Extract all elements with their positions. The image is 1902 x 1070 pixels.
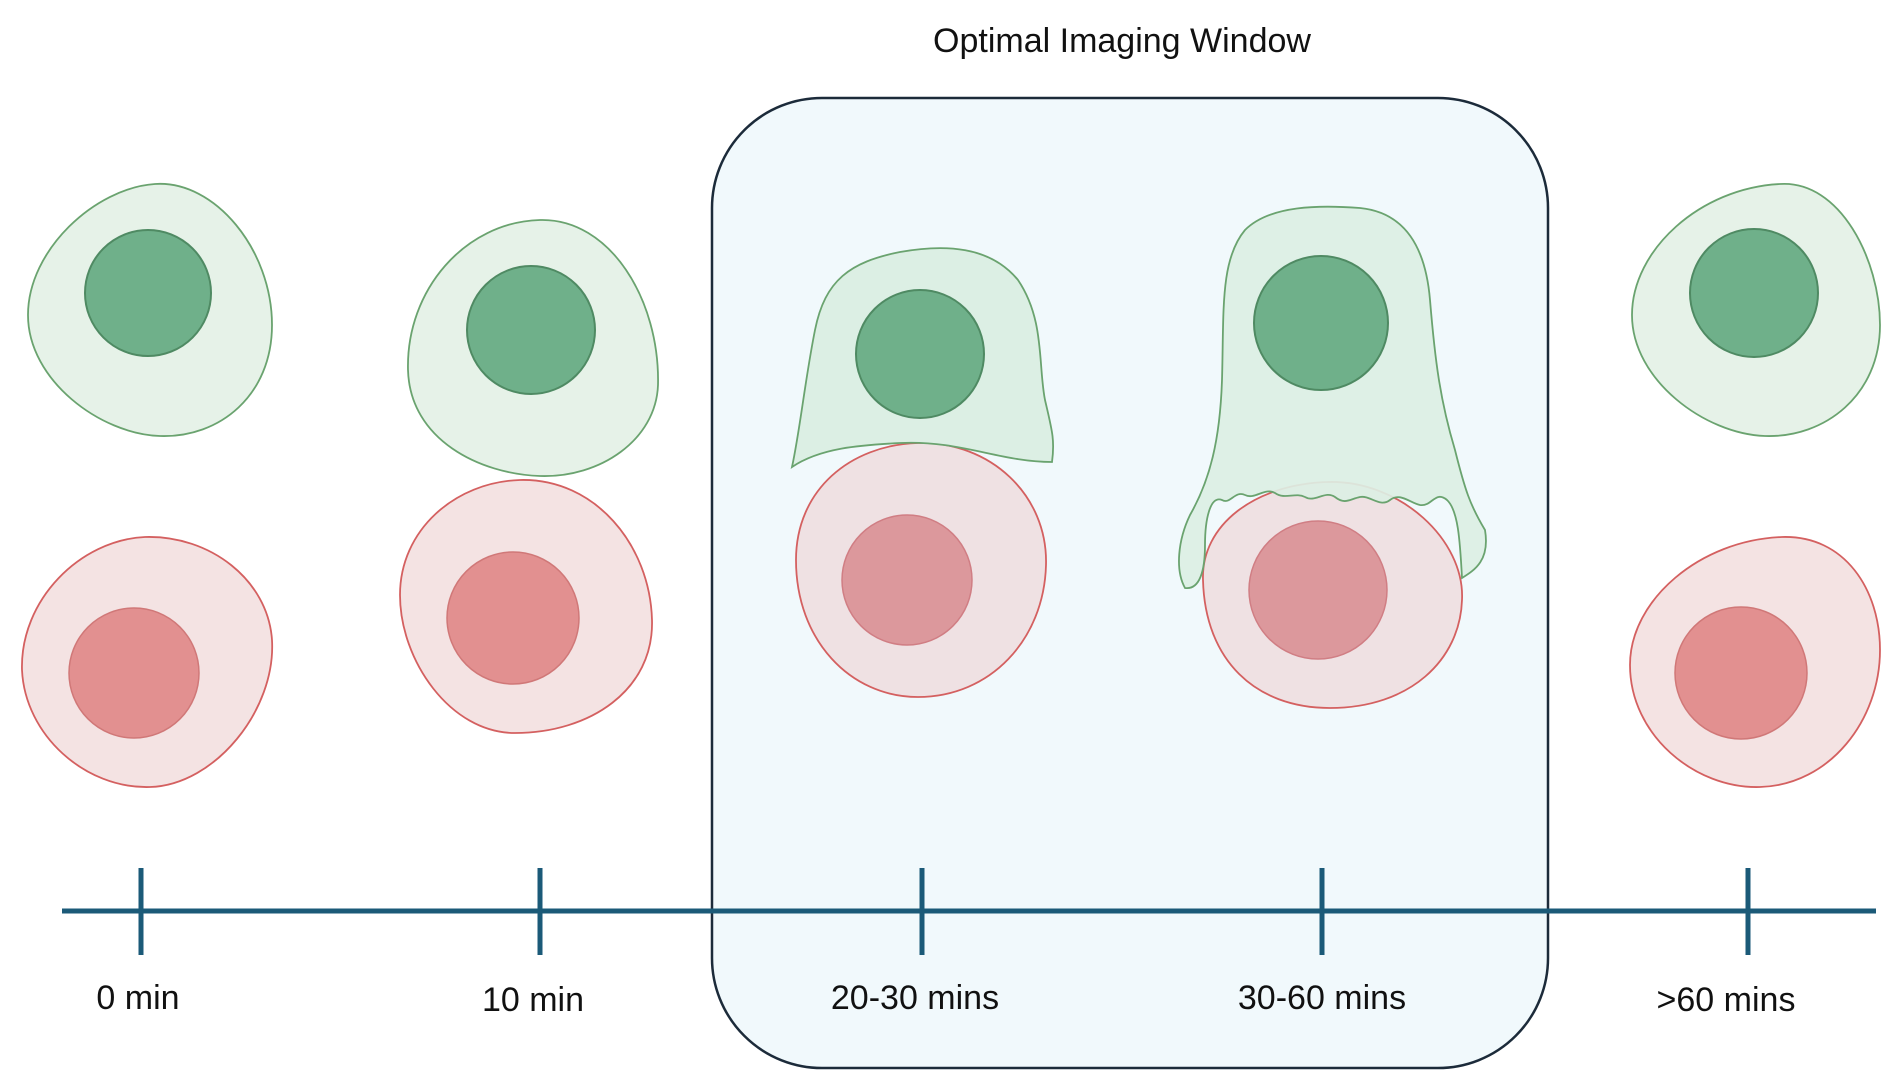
window-title: Optimal Imaging Window: [933, 22, 1311, 60]
red-cell-nucleus: [841, 514, 973, 646]
cells-30-60-mins: [1178, 205, 1487, 709]
red-cell-nucleus: [68, 607, 200, 739]
timepoint-label: 0 min: [96, 979, 179, 1017]
green-cell-nucleus: [466, 265, 596, 395]
cells-over-60-mins: [1629, 183, 1881, 788]
cells-0-min: [21, 183, 273, 788]
green-cell-nucleus: [84, 229, 212, 357]
red-cell-nucleus: [1248, 520, 1388, 660]
green-cell-nucleus: [1689, 228, 1819, 358]
red-cell-nucleus: [1674, 606, 1808, 740]
timepoint-label: 20-30 mins: [831, 979, 999, 1017]
timepoint-label: 30-60 mins: [1238, 979, 1406, 1017]
red-cell-nucleus: [446, 551, 580, 685]
timeline-labels: 0 min 10 min 20-30 mins 30-60 mins >60 m…: [96, 979, 1795, 1019]
cells-10-min: [399, 219, 659, 734]
timepoint-label: >60 mins: [1657, 981, 1796, 1019]
green-cell-engulfing: [1178, 205, 1487, 589]
green-cell-nucleus: [1253, 255, 1389, 391]
green-cell-nucleus: [855, 289, 985, 419]
timepoint-label: 10 min: [482, 981, 584, 1019]
cells-20-30-mins: [790, 247, 1055, 698]
timeline-ticks: [138, 868, 1751, 955]
